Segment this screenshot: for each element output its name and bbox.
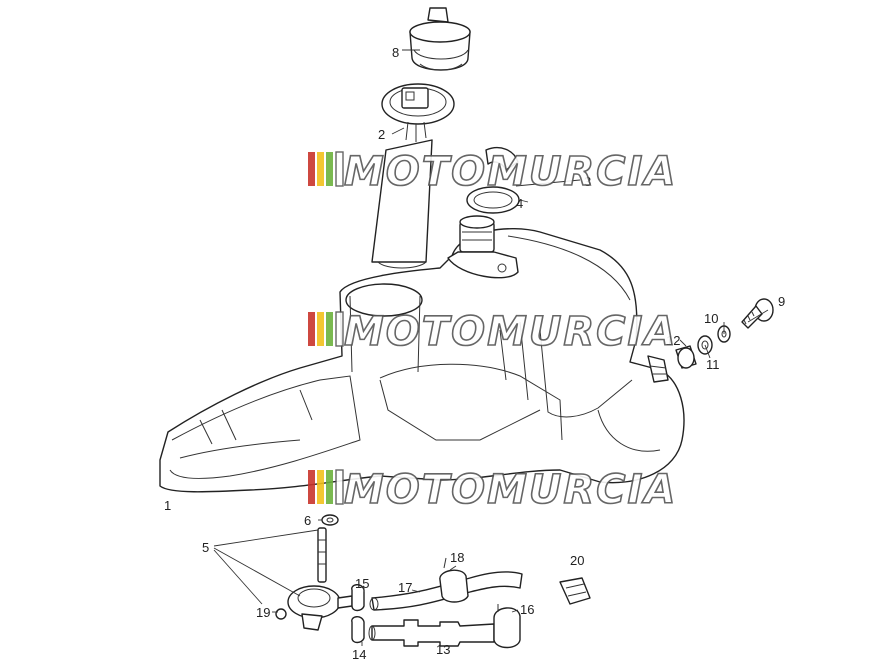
- stripe-green: [326, 470, 333, 504]
- vent-hose-part[interactable]: [368, 619, 495, 647]
- vent-hose-clamp-part[interactable]: [493, 604, 521, 649]
- stripe-yellow: [317, 470, 324, 504]
- stripe-green: [326, 152, 333, 186]
- callout-2: 2: [378, 127, 385, 142]
- stripe-green: [326, 312, 333, 346]
- callout-18: 18: [450, 550, 464, 565]
- callout-6: 6: [304, 513, 311, 528]
- fuel-tank-part[interactable]: [159, 215, 685, 493]
- callout-15: 15: [355, 576, 369, 591]
- stripe-yellow: [317, 312, 324, 346]
- fuel-pump-part[interactable]: [371, 83, 455, 269]
- screw-part[interactable]: [275, 608, 287, 620]
- clamp-part[interactable]: [351, 616, 365, 644]
- callout-16: 16: [520, 602, 534, 617]
- callout-5: 5: [202, 540, 209, 555]
- watermark: MOTOMURCIA MOTOMURCIA MOTOMURCIA: [308, 148, 677, 514]
- watermark-text: MOTOMURCIA: [344, 309, 677, 355]
- pump-seal-ring-part[interactable]: [466, 186, 520, 214]
- callout-4: 4: [516, 196, 523, 211]
- fuel-tap-part[interactable]: [287, 527, 353, 631]
- mount-bolt-part[interactable]: [741, 298, 774, 329]
- callout-3: 3: [584, 174, 591, 189]
- callout-19: 19: [256, 605, 270, 620]
- callout-8: 8: [392, 45, 399, 60]
- part-callouts: 1 2 3 4 5 6 8 9 10 11 12 13 14 15 16 17 …: [164, 45, 785, 662]
- watermark-text: MOTOMURCIA: [344, 149, 677, 195]
- callout-20: 20: [570, 553, 584, 568]
- callout-12: 12: [666, 333, 680, 348]
- callout-10: 10: [704, 311, 718, 326]
- pump-retainer-part[interactable]: [485, 146, 519, 171]
- callout-17: 17: [398, 580, 412, 595]
- watermark-logo: MOTOMURCIA: [308, 148, 677, 196]
- callout-9: 9: [778, 294, 785, 309]
- callout-1: 1: [164, 498, 171, 513]
- fuel-cap-part[interactable]: [409, 7, 471, 71]
- leader-lines: [213, 49, 769, 646]
- watermark-logo: MOTOMURCIA: [308, 308, 677, 356]
- hose-clamp-part[interactable]: [439, 557, 469, 603]
- callout-13: 13: [436, 642, 450, 657]
- hose-clip-part[interactable]: [559, 577, 591, 605]
- callout-11: 11: [706, 357, 720, 372]
- spacer-bushing-part[interactable]: [675, 345, 697, 369]
- stripe-red: [308, 152, 315, 186]
- watermark-text: MOTOMURCIA: [344, 467, 677, 513]
- callout-14: 14: [352, 647, 366, 662]
- watermark-logo: MOTOMURCIA: [308, 466, 677, 514]
- tap-washer-part[interactable]: [321, 514, 339, 526]
- stripe-yellow: [317, 152, 324, 186]
- stripe-red: [308, 470, 315, 504]
- stripe-red: [308, 312, 315, 346]
- clamp-part[interactable]: [351, 584, 365, 612]
